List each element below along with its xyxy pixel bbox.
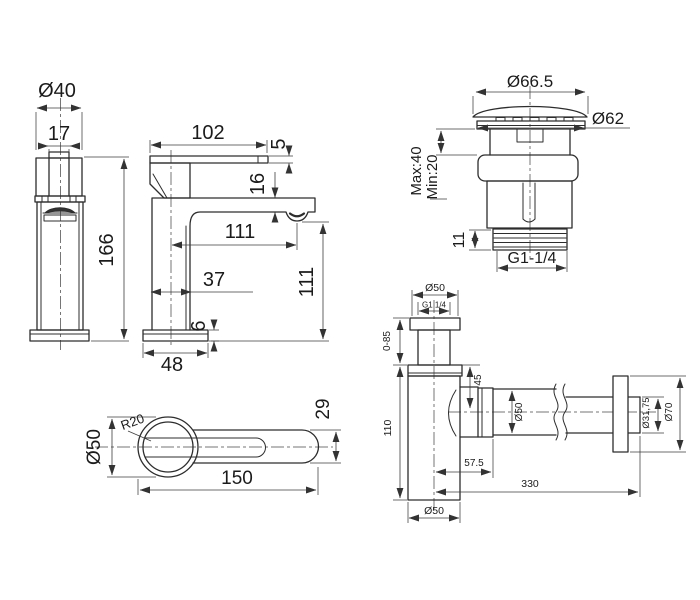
dim-label: Ø50 <box>425 282 445 294</box>
dim-label: 150 <box>221 468 253 489</box>
dim-drain-clamp-range: Max:40 Min:20 <box>408 128 477 200</box>
dim-label: G1 1/4 <box>422 301 447 310</box>
dim-trap-inlet-thread: G1 1/4 <box>417 301 451 315</box>
dim-trap-pipe-diameter: Ø31,75 <box>641 396 664 434</box>
dim-trap-pipe-length: 330 <box>435 436 641 497</box>
dim-label: Ø70 <box>664 402 675 421</box>
front-spout-lens <box>44 207 76 214</box>
dim-label: 102 <box>191 122 224 144</box>
front-handle-outline <box>34 151 86 203</box>
dim-label: 29 <box>313 398 334 419</box>
faucet-side-view: 102 5 16 111 37 6 48 <box>142 122 329 376</box>
dim-trap-wall-flange-diameter: Ø70 <box>630 375 686 453</box>
dim-trap-body-height: 110 <box>382 366 407 501</box>
dim-label: 166 <box>96 233 118 266</box>
dim-side-spout-reach: 111 <box>171 221 298 250</box>
dim-side-lever-thickness: 5 <box>268 138 293 174</box>
trap-body-outline <box>407 317 494 501</box>
dim-trap-outlet-offset: 57.5 <box>435 439 494 478</box>
dim-label: Ø50 <box>514 402 525 421</box>
dim-label: 6 <box>188 320 210 331</box>
dim-drain-cap-diameter: Ø66.5 <box>472 72 589 114</box>
dim-front-diameter: Ø40 <box>35 80 83 150</box>
handle-top-view: R20 Ø50 150 29 <box>84 398 341 495</box>
dim-label: R20 <box>119 411 147 433</box>
dim-label: 48 <box>161 354 183 376</box>
trap-outlet-pipe <box>492 375 641 453</box>
dim-label: 0-85 <box>382 331 393 351</box>
wall-flange <box>612 375 629 453</box>
dim-label: 111 <box>225 221 255 243</box>
dim-front-cap-width: 17 <box>37 123 81 157</box>
dim-label: 16 <box>247 173 269 195</box>
dim-trap-cup-diameter: Ø50 <box>407 502 461 523</box>
dim-side-lever-length: 102 <box>149 122 268 153</box>
dim-trap-height-adjust: 0-85 <box>382 317 409 366</box>
dim-side-base-depth: 48 <box>142 343 209 376</box>
side-aerator <box>288 212 306 218</box>
top-view-outline <box>137 416 320 478</box>
dim-label: 5 <box>268 138 290 149</box>
dim-label: 57.5 <box>464 458 484 469</box>
faucet-front-view: Ø40 17 166 <box>29 80 129 350</box>
dim-label: Max:40 <box>408 146 425 195</box>
dim-trap-outlet-diameter: Ø50 <box>508 390 525 434</box>
dim-trap-outlet-drop: 45 <box>462 364 484 409</box>
dim-label: Ø62 <box>592 109 624 128</box>
dim-label: Ø50 <box>424 505 444 517</box>
drain-waste-view: Ø66.5 Ø62 Max:40 Min:20 11 G1-1/4 <box>408 72 630 272</box>
dim-label: Min:20 <box>424 154 441 199</box>
bottle-trap-view: Ø50 G1 1/4 0-85 110 45 Ø50 <box>382 282 686 523</box>
pipe-break-symbol <box>553 383 559 441</box>
dim-label: 330 <box>521 478 539 490</box>
dim-side-outlet-height: 111 <box>211 221 329 342</box>
dim-label: 110 <box>382 419 394 436</box>
dim-label: Ø50 <box>84 429 105 465</box>
dim-label: 111 <box>296 267 318 297</box>
side-body-outline <box>142 197 316 342</box>
dim-drain-thread-length: 11 <box>451 229 491 251</box>
dim-top-base-diameter: Ø50 <box>84 416 156 478</box>
dim-drain-thread-size: G1-1/4 <box>496 250 568 272</box>
dim-label: 37 <box>203 269 225 291</box>
dim-front-total-height: 166 <box>84 156 129 342</box>
drain-body-outline <box>477 128 579 251</box>
dim-drain-flange-diameter: Ø62 <box>477 109 630 132</box>
dim-label: 17 <box>48 123 70 145</box>
dim-top-handle-width: 29 <box>310 398 341 464</box>
dim-top-handle-length: 150 <box>137 467 319 495</box>
front-body-outline <box>29 201 90 342</box>
dim-label: G1-1/4 <box>508 250 557 267</box>
dim-side-base-thickness: 6 <box>188 319 219 352</box>
dim-label: Ø40 <box>38 80 76 102</box>
dim-label: 11 <box>451 232 468 249</box>
pipe-break-symbol <box>562 383 568 441</box>
dim-trap-inlet-nut: Ø50 <box>411 282 459 316</box>
dim-side-spout-height: 16 <box>247 172 279 223</box>
dim-label: Ø66.5 <box>507 72 553 91</box>
dim-label: Ø31,75 <box>641 397 652 428</box>
dim-side-body-depth: 37 <box>150 269 253 296</box>
dim-label: 45 <box>473 374 484 386</box>
